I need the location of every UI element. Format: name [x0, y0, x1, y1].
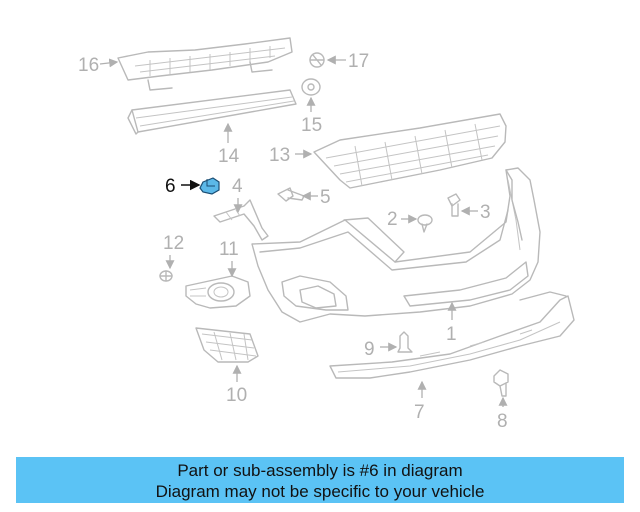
callout-2: 2: [387, 209, 398, 230]
part-4-bracket: [213, 199, 269, 241]
callout-17: 17: [348, 51, 369, 72]
caption-line-2: Diagram may not be specific to your vehi…: [155, 482, 485, 501]
callout-15: 15: [301, 115, 322, 136]
part-13-grille: [313, 113, 507, 189]
callout-7: 7: [414, 402, 425, 423]
callout-9: 9: [364, 339, 375, 360]
part-5-screw: [277, 187, 305, 202]
part-10-grille-insert: [195, 327, 259, 363]
part-7-spoiler: [329, 291, 575, 379]
callout-6: 6: [165, 176, 176, 197]
part-6-bracket: [199, 177, 220, 195]
part-12-bolt: [159, 270, 173, 282]
callout-10: 10: [226, 385, 247, 406]
part-15-clip: [301, 78, 321, 96]
part-1-bumper-cover: [251, 167, 541, 323]
part-8-bolt: [493, 369, 509, 397]
part-3-bolt: [447, 193, 461, 217]
callout-8: 8: [497, 411, 508, 432]
callout-5: 5: [320, 187, 331, 208]
callout-11: 11: [219, 239, 239, 260]
callout-13: 13: [269, 145, 290, 166]
callout-4: 4: [232, 176, 243, 197]
part-11-fog-bezel: [185, 275, 251, 309]
part-14-reinforcement: [127, 89, 297, 135]
callout-14: 14: [218, 146, 240, 167]
parts-diagram: 16 17 15 14 13 6 4: [78, 37, 575, 432]
callout-3: 3: [480, 202, 491, 223]
callout-12: 12: [163, 233, 184, 254]
callout-1: 1: [446, 324, 457, 345]
caption-line-1: Part or sub-assembly is #6 in diagram: [177, 461, 463, 480]
part-9-plug: [397, 331, 413, 353]
part-16-grille-support: [117, 37, 293, 91]
part-info-banner: Part or sub-assembly is #6 in diagram Di…: [16, 457, 624, 503]
part-2-clip: [417, 214, 433, 233]
part-17-clip: [309, 52, 325, 68]
callout-16: 16: [78, 55, 99, 76]
